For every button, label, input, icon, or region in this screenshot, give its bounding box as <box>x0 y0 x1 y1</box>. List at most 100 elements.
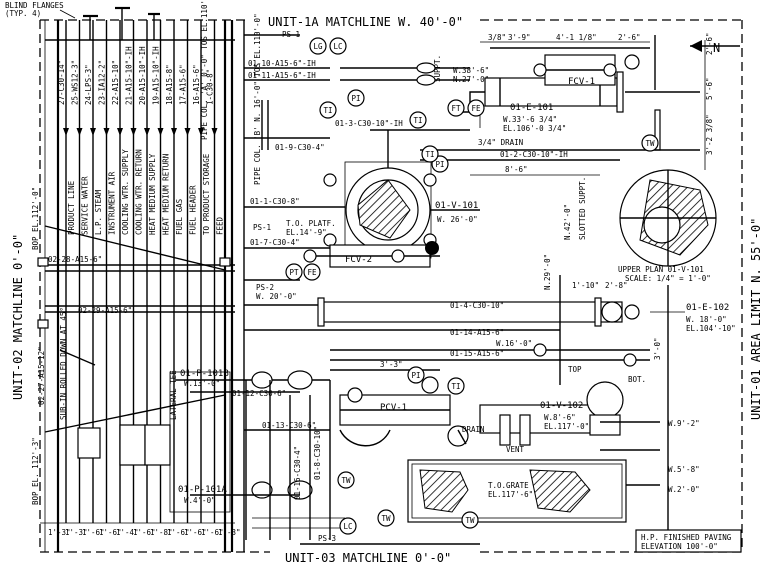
slotted-suppt: SLOTTED SUPPT. <box>578 177 587 240</box>
dim-1-10: 1'-10" <box>572 281 599 290</box>
paving-note-box <box>635 529 742 553</box>
corner-note-line-2: (TYP. 4) <box>5 9 41 18</box>
rack-bottom-dim: 1'-6" <box>82 528 105 537</box>
flow-arrow-icon <box>103 128 110 136</box>
instrument-tag: TI <box>451 382 460 391</box>
line-02-29: 02-29-A15-6" <box>78 306 132 315</box>
fcv-2-station <box>303 241 440 268</box>
rack-bottom-dim: 1'-6" <box>99 528 122 537</box>
instrument-bubble-icon: FE <box>467 99 485 117</box>
w38-label: W.38'-6" <box>453 66 489 75</box>
rack-service-label: COOLING WTR. RETURN <box>135 149 144 235</box>
rack-bottom-dim: 1'-3" <box>65 528 88 537</box>
pipe-rack <box>37 20 245 552</box>
north-arrow-label: N <box>713 41 720 55</box>
fcv-1-tag: FCV-1 <box>568 77 595 87</box>
rack-bottom-dim: 1'-4" <box>116 528 139 537</box>
line-01-3: 01-3-C30-10"-IH <box>335 119 403 128</box>
sub-note: SUB-IN ROLLED DOWN AT 45° <box>59 307 68 420</box>
instrument-bubble-icon: TI <box>409 111 427 129</box>
rack-service-label: FUEL HEADER <box>189 185 198 235</box>
dim-right-1: 5'-6" <box>705 77 714 100</box>
rack-header-label: 1-C30-8" <box>206 69 215 105</box>
v-102-tag: 01-V-102 <box>540 401 583 411</box>
line-01-14: 01-14-A15-6" <box>450 328 504 337</box>
e-101-loc-1: W.33'-6 3/4" <box>503 115 557 124</box>
rack-bottom-dim: 1'-6" <box>201 528 224 537</box>
dim-right-2: 2'-6" <box>705 32 714 55</box>
grate-label-1: T.O.GRATE <box>488 481 529 490</box>
instrument-tag: PI <box>435 160 444 169</box>
w9-label: W.9'-2" <box>668 419 700 428</box>
drain-label: 3/4" DRAIN <box>478 138 523 147</box>
instrument-tag: TW <box>645 139 655 148</box>
dim-e-101: 8'-6" <box>505 165 528 174</box>
dim-3-3: 3'-3" <box>380 360 403 369</box>
lines-upper-valves <box>244 34 470 150</box>
pump-area <box>77 370 331 540</box>
flow-arrow-icon <box>198 128 204 136</box>
rack-header-label: 24-LPS-3" <box>84 64 93 105</box>
instrument-tag: TI <box>323 106 332 115</box>
rack-service-label: FUEL GAS <box>175 198 184 235</box>
fcv-2-tag: FCV-2 <box>345 255 372 265</box>
rack-header-label: 22-A15-10" <box>111 60 120 105</box>
rack-header-label: 25-WS12-3" <box>71 60 80 105</box>
v-101-loc: W. 26'-0" <box>437 215 478 224</box>
upper-plan-title: UPPER PLAN 01-V-101 <box>618 265 704 274</box>
instrument-bubble-icon: TW <box>641 134 659 152</box>
rack-header-label: 23-IA12-2" <box>98 60 107 105</box>
line-02-27: 02-27-A15-12" <box>37 346 46 405</box>
lateral-tee: LATERAL TEE <box>169 370 178 420</box>
instrument-bubble-icon: TI <box>421 145 439 163</box>
instrument-bubble-icon: TI <box>447 377 465 395</box>
fcv-1-station <box>490 35 700 151</box>
bop-lower: BOP EL. 112'-3" <box>31 437 40 505</box>
rack-header-label: 21-A15-10"-IH <box>125 46 134 105</box>
instrument-bubble-icon: TW <box>377 509 395 527</box>
ps-2: PS-2 <box>256 283 274 292</box>
w2-label: W.2'-0" <box>668 485 700 494</box>
line-01-12: 01-12-C30-6" <box>232 389 286 398</box>
n29-label: N.29'-0" <box>543 254 552 290</box>
n27-label: N.27'-0" <box>453 75 489 84</box>
v-102-loc-2: EL.117'-0" <box>544 422 589 431</box>
instrument-bubble-icon: FT <box>447 99 465 117</box>
e-101-tag: 01-E-101 <box>510 103 553 113</box>
rack-service-label: COOLING WTR. SUPPLY <box>121 149 130 235</box>
rack-bottom-dim: 1'-6" <box>133 528 156 537</box>
v-101-tag: 01-V-101 <box>435 201 478 211</box>
top-label: TOP <box>568 365 582 374</box>
instrument-tag: TI <box>413 116 422 125</box>
instrument-bubble-icon: TI <box>319 101 337 119</box>
instrument-tag: LC <box>343 522 352 531</box>
line-01-7: 01-7-C30-4" <box>250 238 300 247</box>
corner-note-line-1: BLIND FLANGES <box>5 1 64 10</box>
pipe-col-a: PIPE COL. 'A' 0'-0" TOS EL.110'-0" <box>200 0 209 140</box>
dim-top-2: 3'-9" <box>508 33 531 42</box>
e-102-loc-1: W. 18'-0" <box>686 315 727 324</box>
rack-service-label: HEAT MEDIUM RETURN <box>162 154 171 235</box>
rack-bottom-dim: 1'-6" <box>167 528 190 537</box>
matchline-left: UNIT-02 MATCHLINE 0'-0" <box>11 234 25 400</box>
instrument-tag: LC <box>333 42 342 51</box>
instrument-tag: FE <box>307 268 317 277</box>
dim-top-1: 3/8" <box>488 33 506 42</box>
rack-header-label: 19-A15-10"-IH <box>152 46 161 105</box>
rack-service-label: L.P. STEAM <box>94 189 103 235</box>
rack-service-label: PRODUCT LINE <box>67 180 76 235</box>
instrument-tag: TW <box>341 476 351 485</box>
w5-label: W.5'-8" <box>668 465 700 474</box>
flow-arrow-icon <box>211 128 218 136</box>
e-101-loc-2: EL.106'-0 3/4" <box>503 124 566 133</box>
rack-service-label: SERVICE WATER <box>81 176 90 235</box>
line-01-11: 01-11-A15-6"-IH <box>248 71 316 80</box>
line-01-16: 01-16-C30-4" <box>293 446 302 500</box>
instrument-bubble-icon: TW <box>337 471 355 489</box>
line-01-10: 01-10-A15-6"-IH <box>248 59 316 68</box>
line-01-15: 01-15-A15-6" <box>450 349 504 358</box>
vent-label: VENT <box>506 445 525 454</box>
instrument-bubble-icon: PT <box>285 263 303 281</box>
paving-line-1: H.P. FINISHED PAVING <box>641 533 732 542</box>
rack-service-label: TO PRODUCT STORAGE <box>202 153 211 235</box>
